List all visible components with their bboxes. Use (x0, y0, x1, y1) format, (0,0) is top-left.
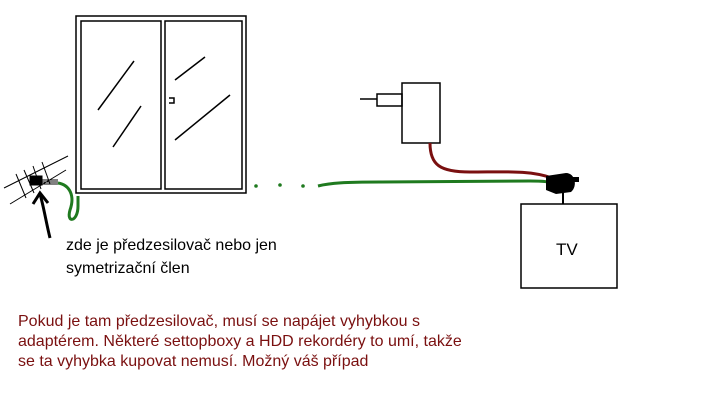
antenna-note-line2: symetrizační člen (66, 260, 190, 277)
splitter-icon (546, 173, 579, 204)
power-cable (428, 142, 553, 180)
power-adapter-icon (360, 82, 441, 144)
cable-dots (254, 183, 305, 188)
coax-cable-main (317, 179, 549, 188)
coax-cable-antenna (57, 181, 80, 221)
arrow-icon (31, 190, 52, 239)
tv-label: TV (556, 240, 578, 259)
info-line2: adaptérem. Některé settopboxy a HDD reko… (18, 333, 462, 350)
info-line3: se ta vyhybka kupovat nemusí. Možný váš … (18, 353, 369, 370)
window-icon (75, 15, 247, 194)
info-line1: Pokud je tam předzesilovač, musí se napá… (18, 313, 420, 330)
antenna-note-line1: zde je předzesilovač nebo jen (66, 237, 277, 254)
tv-icon (520, 203, 618, 289)
antenna-icon (3, 155, 69, 205)
